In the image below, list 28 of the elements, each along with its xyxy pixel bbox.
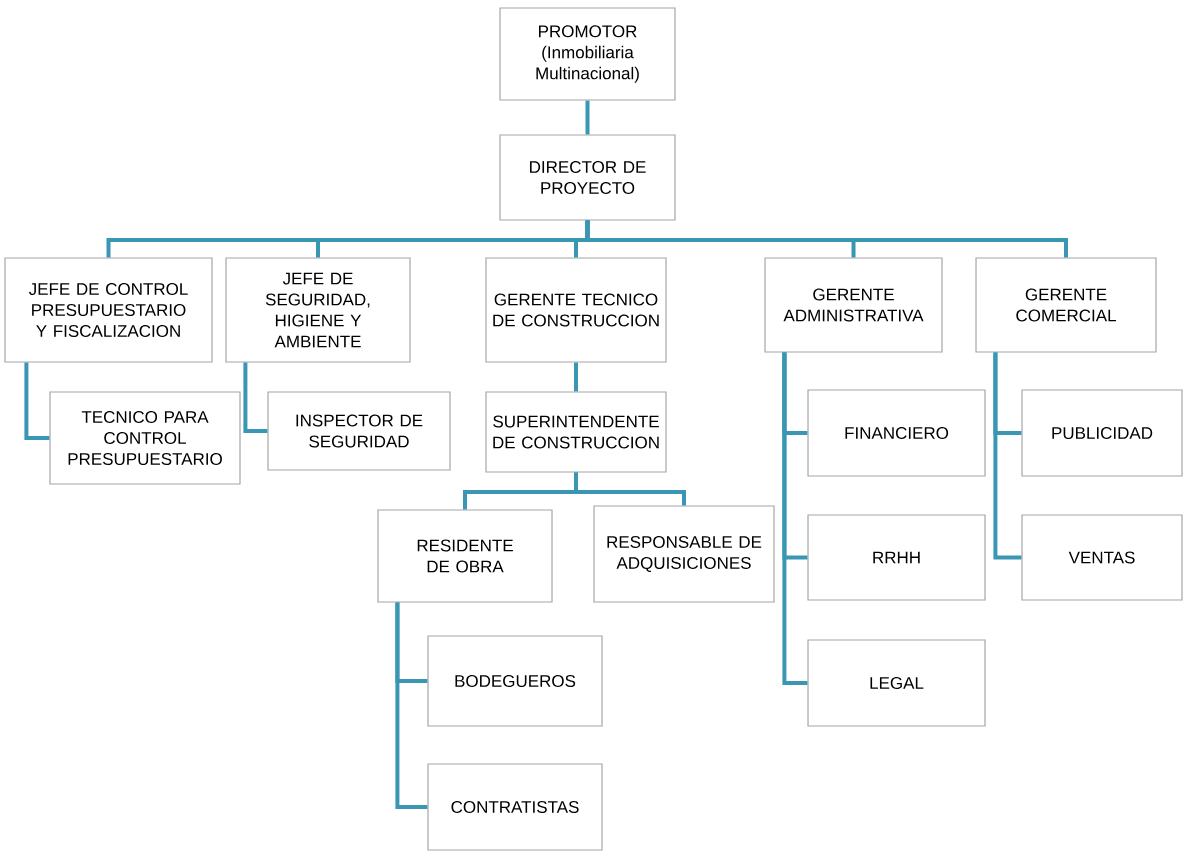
connector-line — [782, 352, 808, 685]
org-box: TECNICO PARA CONTROL PRESUPUESTARIO — [49, 391, 241, 485]
org-box: FINANCIERO — [807, 389, 986, 477]
org-box: DIRECTOR DE PROYECTO — [499, 134, 676, 221]
org-box: RRHH — [807, 514, 986, 601]
org-box: SUPERINTENDENTE DE CONSTRUCCION — [485, 391, 667, 473]
connector-line — [24, 362, 50, 440]
org-box: GERENTE ADMINISTRATIVA — [764, 257, 943, 353]
connector-line — [243, 362, 268, 433]
org-box: PUBLICIDAD — [1021, 389, 1183, 477]
connector-line — [395, 602, 428, 809]
org-box: JEFE DE CONTROL PRESUPUESTARIO Y FISCALIZACION — [4, 257, 213, 363]
org-box: PROMOTOR (Inmobiliaria Multinacional) — [499, 7, 676, 101]
org-box: RESIDENTE DE OBRA — [377, 509, 553, 603]
org-box: GERENTE COMERCIAL — [975, 257, 1157, 353]
connector-line — [993, 352, 1022, 560]
connector-line — [574, 472, 686, 506]
connector-line — [574, 362, 578, 392]
connector-line — [585, 220, 1068, 258]
org-box: VENTAS — [1021, 514, 1183, 601]
org-box: JEFE DE SEGURIDAD, HIGIENE Y AMBIENTE — [225, 257, 411, 363]
connector-line — [585, 100, 590, 135]
org-box: CONTRATISTAS — [427, 763, 603, 851]
org-box: LEGAL — [807, 639, 986, 727]
org-box: INSPECTOR DE SEGURIDAD — [267, 391, 451, 471]
org-box: GERENTE TECNICO DE CONSTRUCCION — [485, 257, 667, 363]
org-box: RESPONSABLE DE ADQUISICIONES — [593, 505, 775, 603]
org-box: BODEGUEROS — [427, 635, 603, 727]
